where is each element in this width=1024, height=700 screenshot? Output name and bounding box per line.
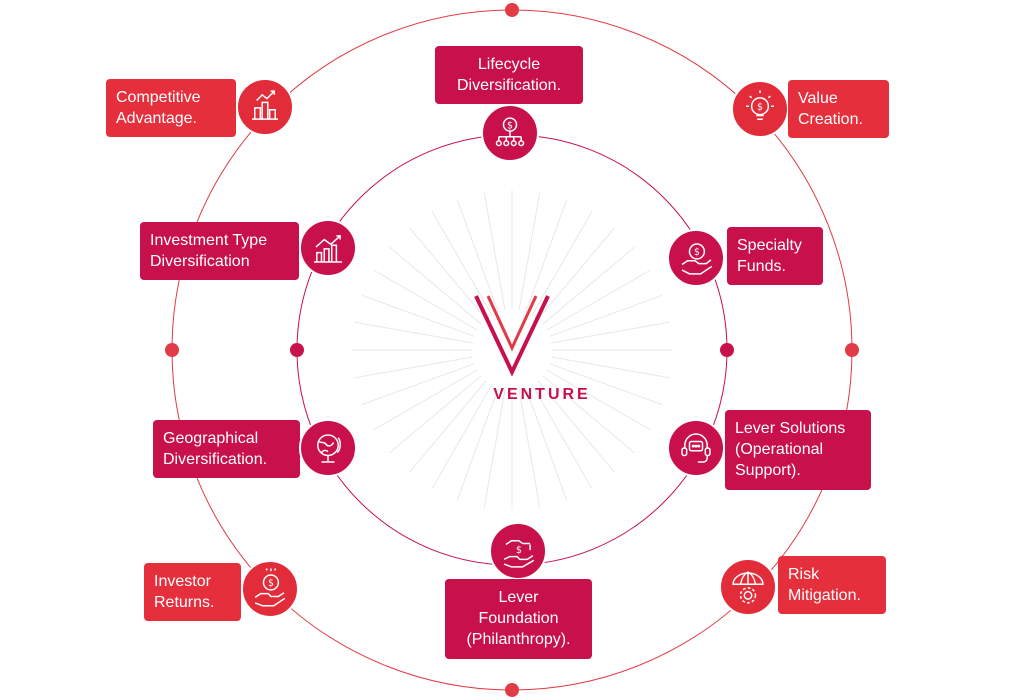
globe-icon xyxy=(299,419,357,477)
sunburst-ray xyxy=(531,211,593,316)
inner-ring-dot-left xyxy=(290,343,304,357)
sunburst-ray xyxy=(537,380,616,473)
sunburst-ray xyxy=(389,375,482,454)
city-growth-icon xyxy=(236,78,294,136)
sunburst-ray xyxy=(354,321,473,344)
lifecycle-diversification-label: Lifecycle Diversification. xyxy=(435,46,583,104)
sunburst-ray xyxy=(483,192,506,311)
sunburst-ray xyxy=(408,380,487,473)
sunburst-ray xyxy=(373,269,478,331)
sunburst-ray xyxy=(549,363,663,406)
outer-ring-dot-right xyxy=(845,343,859,357)
sunburst-ray xyxy=(551,321,670,344)
sunburst-ray xyxy=(531,384,593,489)
inner-ring-dot-right xyxy=(720,343,734,357)
sunburst-ray xyxy=(456,387,499,501)
svg-text:$: $ xyxy=(757,102,763,113)
svg-text:$: $ xyxy=(516,545,522,556)
sunburst-ray xyxy=(542,375,635,454)
svg-text:$: $ xyxy=(694,247,700,258)
hand-coin-icon: $ xyxy=(667,229,725,287)
dollar-hierarchy-icon: $ xyxy=(481,104,539,162)
outer-ring-dot-bottom xyxy=(505,683,519,697)
outer-ring-dot-top xyxy=(505,3,519,17)
sunburst-ray xyxy=(525,387,568,501)
specialty-funds-label: Specialty Funds. xyxy=(727,227,823,285)
investor-returns-label: Investor Returns. xyxy=(144,563,241,621)
sunburst-ray xyxy=(518,192,541,311)
sunburst-rays xyxy=(352,190,672,510)
competitive-advantage-label: Competitive Advantage. xyxy=(106,79,236,137)
value-creation-label: Value Creation. xyxy=(788,80,889,138)
geographical-diversification-label: Geographical Diversification. xyxy=(153,420,300,478)
brand-name: VENTURE xyxy=(493,386,591,403)
lever-foundation-label: Lever Foundation (Philanthropy). xyxy=(445,579,592,659)
lightbulb-dollar-icon: $ xyxy=(731,80,789,138)
sunburst-ray xyxy=(408,227,487,320)
sunburst-ray xyxy=(551,356,670,379)
bar-chart-icon xyxy=(299,219,357,277)
sunburst-ray xyxy=(525,199,568,313)
sunburst-ray xyxy=(373,369,478,431)
hand-dollar-icon: $ xyxy=(241,560,299,618)
risk-mitigation-label: Risk Mitigation. xyxy=(778,556,886,614)
investment-type-diversification-label: Investment Type Diversification xyxy=(140,222,299,280)
sunburst-ray xyxy=(542,246,635,325)
svg-text:$: $ xyxy=(507,120,513,131)
sunburst-ray xyxy=(546,269,651,331)
v-logo-icon xyxy=(474,295,550,377)
sunburst-ray xyxy=(546,369,651,431)
sunburst-ray xyxy=(549,294,663,337)
umbrella-gear-icon xyxy=(719,558,777,616)
sunburst-ray xyxy=(361,294,475,337)
svg-text:$: $ xyxy=(268,578,274,589)
sunburst-ray xyxy=(537,227,616,320)
sunburst-ray xyxy=(518,389,541,508)
sunburst-ray xyxy=(431,384,493,489)
sunburst-ray xyxy=(456,199,499,313)
sunburst-ray xyxy=(483,389,506,508)
lever-solutions-label: Lever Solutions (Operational Support). xyxy=(725,410,871,490)
headset-icon xyxy=(667,419,725,477)
sunburst-ray xyxy=(431,211,493,316)
sunburst-ray xyxy=(361,363,475,406)
outer-ring-dot-left xyxy=(165,343,179,357)
sunburst-ray xyxy=(389,246,482,325)
giving-hands-icon: $ xyxy=(489,522,547,580)
sunburst-ray xyxy=(354,356,473,379)
